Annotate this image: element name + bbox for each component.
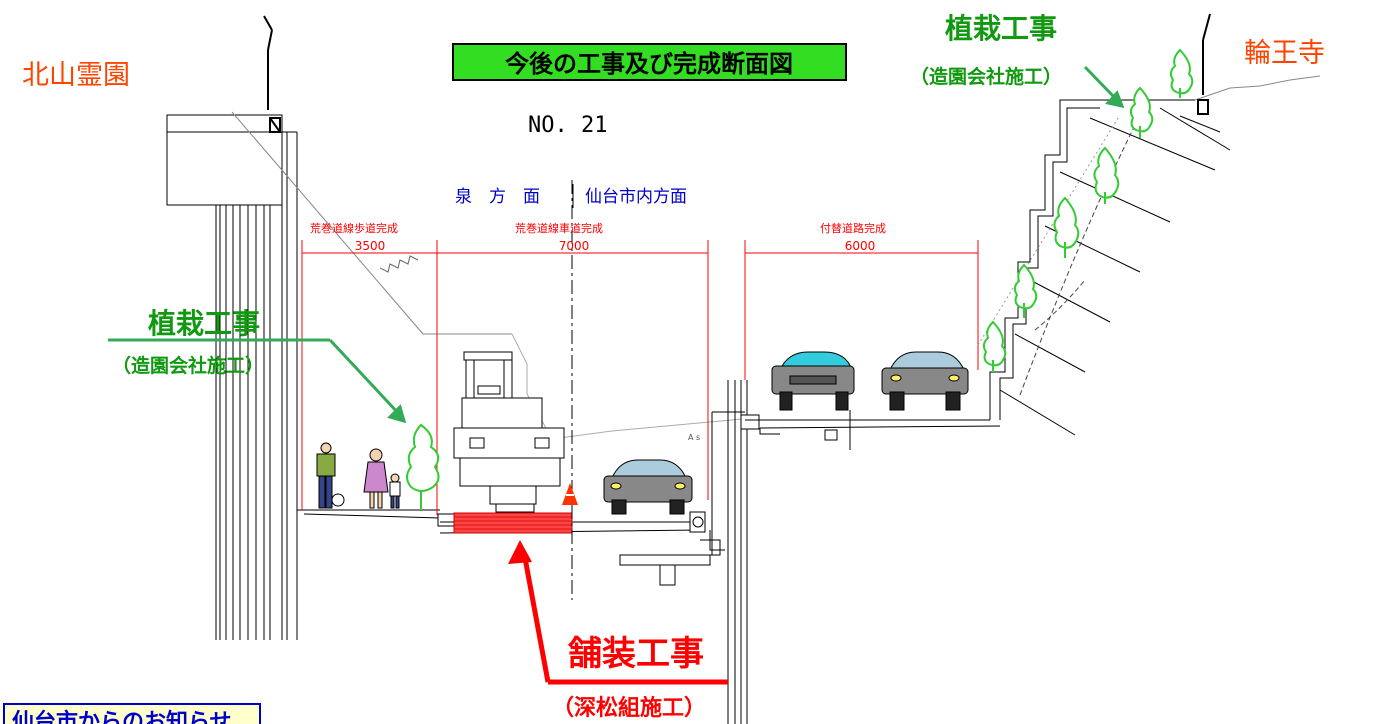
pedestrian-icon [389, 473, 401, 509]
car-icon [881, 351, 969, 411]
page-title: 今後の工事及び完成断面図 [505, 50, 793, 78]
planting-left-arrow [108, 338, 407, 424]
place-right-label: 輪王寺 [1244, 38, 1325, 69]
tree-icon [1093, 146, 1120, 204]
pedestrian-icon [316, 442, 345, 509]
tree-icon [1169, 48, 1194, 98]
dimension-label: 荒巻道線車道完成 [515, 221, 603, 235]
right-slope-dashes [977, 114, 1121, 346]
center-wall [711, 380, 1001, 724]
dimension-lines [301, 240, 979, 515]
left-road-structure [297, 180, 725, 600]
tree-icon [1013, 263, 1038, 318]
dimension-value: 6000 [845, 239, 876, 253]
paving-contractor: （深松組施工） [552, 695, 706, 721]
planting-left-contractor: （造園会社施工） [112, 354, 264, 377]
right-terraces [989, 13, 1321, 436]
planting-right-arrow [1083, 65, 1125, 109]
planting-right-contractor: （造園会社施工） [910, 65, 1062, 88]
place-left-label: 北山霊園 [22, 60, 130, 91]
car-icon [771, 351, 855, 411]
tree-icon [982, 320, 1007, 372]
section-number: NO. 21 [528, 113, 607, 138]
tree-icon [406, 423, 440, 510]
traffic-cone-icon [562, 483, 578, 505]
planting-right-title: 植栽工事 [945, 12, 1057, 45]
car-icon [603, 459, 693, 515]
dimension-label: 荒巻道線歩道完成 [310, 221, 398, 235]
planting-left-title: 植栽工事 [148, 307, 260, 340]
road-roller-icon [453, 351, 565, 513]
pedestrian-icon [363, 448, 389, 509]
tree-icon [1129, 86, 1154, 138]
notice-text: 仙台市からのお知らせ [12, 709, 232, 724]
material-label: A s [688, 433, 700, 442]
direction-left: 泉 方 面 [455, 187, 540, 207]
direction-right: 仙台市内方面 [585, 187, 687, 207]
paving-arrow [508, 540, 728, 685]
paving-title: 舗装工事 [567, 634, 704, 674]
left-retaining-wall [166, 15, 298, 640]
dimension-value: 3500 [355, 239, 386, 253]
dimension-label: 付替道路完成 [820, 221, 886, 235]
dimension-value: 7000 [559, 239, 590, 253]
tree-icon [1053, 196, 1080, 258]
